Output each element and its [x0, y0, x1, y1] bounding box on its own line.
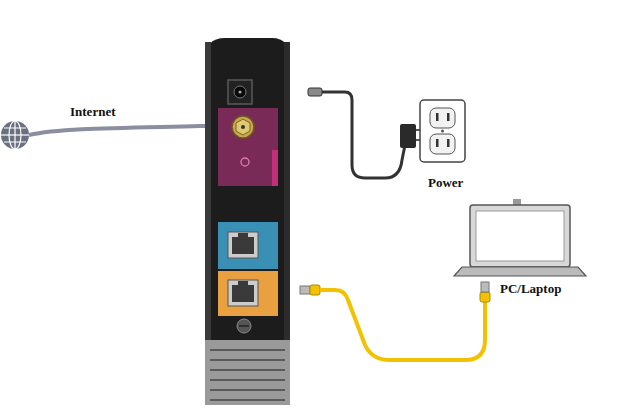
callout-label: PC/Laptop: [500, 281, 561, 296]
globe-icon: [1, 121, 29, 149]
laptop-icon: [454, 199, 586, 276]
callout-label: Power: [428, 175, 463, 190]
power-cord: [308, 88, 424, 178]
callout-label: Internet: [70, 104, 116, 119]
ethernet-cable: [300, 282, 490, 360]
wall-outlet: [420, 100, 465, 162]
coax-cable: [29, 126, 229, 135]
cable-modem: [205, 38, 290, 405]
